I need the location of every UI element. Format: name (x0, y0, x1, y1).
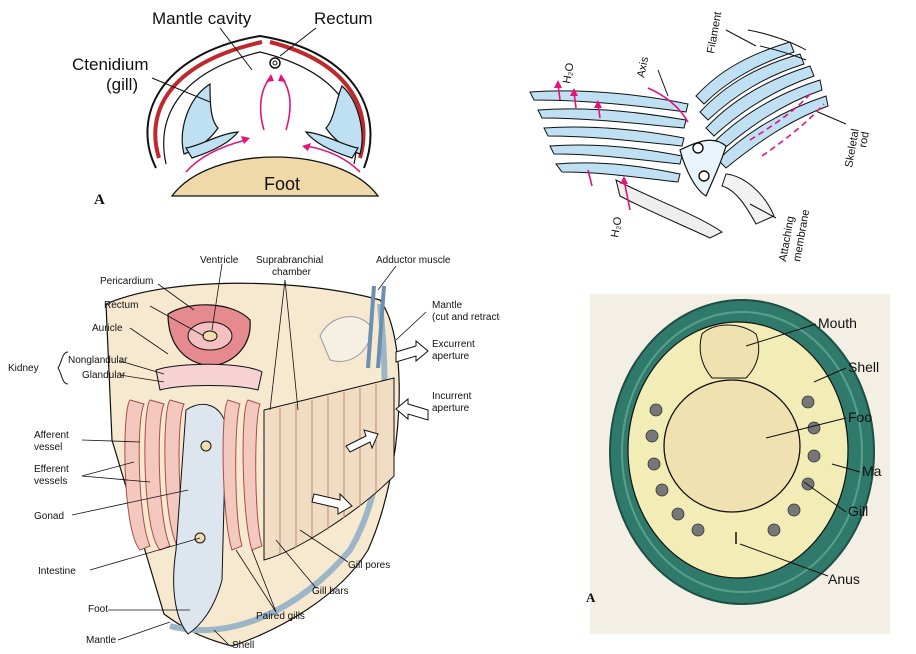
incurrent-arrow (396, 399, 428, 420)
label-gonad: Gonad (34, 511, 64, 522)
label-gill: (gill) (106, 75, 138, 94)
label-ctenidium: Ctenidium (72, 55, 149, 74)
label-afferent-2: vessel (34, 442, 62, 453)
label-excurrent-2: aperture (432, 351, 470, 362)
label-incurrent-2: aperture (432, 403, 470, 414)
label-chamber: chamber (272, 267, 312, 278)
label-suprabranchial: Suprabranchial (256, 255, 323, 266)
label-gill-pores: Gill pores (348, 560, 390, 571)
rectum-body (203, 331, 217, 341)
label-foot: Foot (88, 604, 108, 615)
mantle-cavity-diagram: Mantle cavity Rectum Ctenidium (gill) Fo… (60, 0, 420, 215)
foot-circle (664, 380, 800, 512)
label-auricle: Auricle (92, 323, 123, 334)
label-mantle: Ma (862, 463, 882, 479)
skeletal-rod-ring-1 (693, 143, 703, 153)
label-afferent: Afferent (34, 430, 69, 441)
label-shell: Shell (848, 359, 879, 375)
excurrent-arrow (396, 341, 428, 362)
label-mantle-cavity: Mantle cavity (152, 9, 252, 28)
label-excurrent: Excurrent (432, 339, 475, 350)
skeletal-rod-ring-2 (699, 171, 709, 181)
label-rod: rod (857, 131, 872, 149)
label-glandular: Glandular (82, 370, 126, 381)
intestine-section-1 (201, 441, 211, 451)
label-adductor-muscle: Adductor muscle (376, 255, 451, 266)
label-gill: Gill (848, 503, 868, 519)
label-anus: Anus (828, 571, 860, 587)
label-mantle: Mantle (86, 635, 116, 646)
label-nonglandular: Nonglandular (68, 355, 128, 366)
bivalve-anatomy-diagram: Ventricle Suprabranchial chamber Adducto… (0, 250, 500, 654)
label-ventricle: Ventricle (200, 255, 239, 266)
label-paired-gills: Paired gills (256, 611, 305, 622)
label-gill-bars: Gill bars (312, 586, 349, 597)
label-efferent-2: vessels (34, 476, 67, 487)
label-membrane: membrane (791, 209, 812, 263)
label-pericardium: Pericardium (100, 276, 153, 287)
label-intestine: Intestine (38, 566, 76, 577)
label-rectum: Rectum (314, 9, 373, 28)
chiton-ventral-diagram: Mouth Shell Foo Ma Gill Anus A (570, 286, 916, 654)
label-incurrent: Incurrent (432, 391, 472, 402)
label-foot: Foo (848, 409, 872, 425)
label-axis: Axis (635, 55, 651, 78)
label-h2o-bottom: H₂O (609, 216, 625, 239)
label-mouth: Mouth (818, 315, 857, 331)
label-mantle-cut: Mantle (432, 300, 462, 311)
rectum-icon (270, 58, 280, 68)
kidney-brace (58, 352, 68, 384)
label-mantle-cut-2: (cut and retracted) (432, 312, 500, 323)
label-h2o-top: H₂O (561, 62, 577, 85)
label-shell: Shell (232, 640, 254, 651)
gill-filaments-left (530, 91, 688, 182)
panel-letter: A (94, 192, 105, 208)
mouth (700, 325, 759, 378)
label-filament: Filament (705, 11, 724, 55)
label-efferent: Efferent (34, 464, 69, 475)
label-kidney: Kidney (8, 363, 39, 374)
gill-filament-diagram: H₂O Axis Filament Skeletal rod H₂O Attac… (500, 0, 916, 270)
label-foot: Foot (264, 174, 300, 194)
label-rectum: Rectum (104, 300, 138, 311)
panel-letter: A (586, 590, 596, 605)
